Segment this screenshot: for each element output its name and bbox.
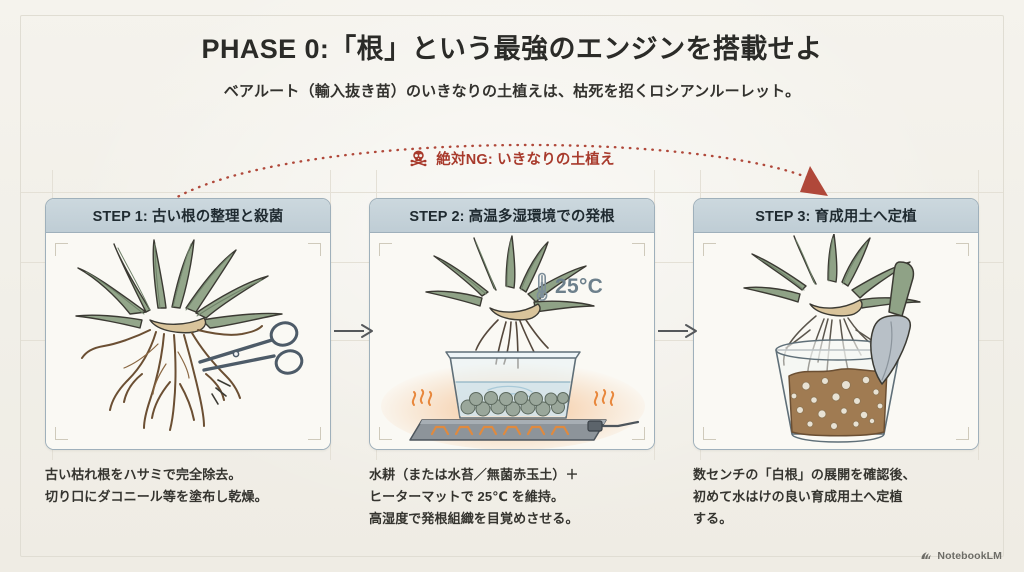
crop-mark — [703, 427, 716, 440]
step-header-label-1: STEP 1: 古い根の整理と殺菌 — [92, 209, 284, 225]
step-body-3 — [694, 234, 978, 449]
step-caption-1: 古い枯れ根をハサミで完全除去。 切り口にダコニール等を塗布し乾燥。 — [45, 464, 331, 508]
step-body-2: 25°C — [370, 234, 654, 449]
page-subtitle: ベアルート（輸入抜き苗）のいきなりの土植えは、枯死を招くロシアンルーレット。 — [223, 83, 801, 101]
illustration-bare-root-agave-with-scissors — [75, 239, 304, 431]
caption-line: する。 — [693, 510, 733, 526]
gridline-horizontal — [20, 192, 1004, 193]
step-body-1 — [46, 234, 330, 449]
warning-text: 絶対NG: いきなりの土植え — [436, 152, 615, 168]
caption-line: 高湿度で発根組織を目覚めさせる。 — [369, 510, 579, 526]
crop-mark — [308, 427, 321, 440]
crop-mark — [632, 427, 645, 440]
crop-mark — [55, 427, 68, 440]
crop-mark — [956, 427, 969, 440]
notebooklm-logo-icon — [921, 552, 932, 559]
illustration-agave-over-water-container-on-heat-mat — [381, 235, 645, 449]
caption-line: ヒーターマットで 25℃ を維持。 — [369, 488, 565, 504]
step-caption-2: 水耕（または水苔／無菌赤玉土）＋ ヒーターマットで 25℃ を維持。 高湿度で発… — [369, 464, 655, 529]
crop-mark — [956, 243, 969, 256]
step-caption-3: 数センチの「白根」の展開を確認後、 初めて水はけの良い育成用土へ定植 する。 — [693, 464, 979, 529]
step-card-3[interactable]: STEP 3: 育成用土へ定植 — [693, 198, 979, 529]
step-panel-2: STEP 2: 高温多湿環境での発根 — [369, 198, 655, 450]
caption-line: 数センチの「白根」の展開を確認後、 — [693, 467, 916, 482]
step-header-label-2: STEP 2: 高温多湿環境での発根 — [409, 209, 615, 225]
step-header-1: STEP 1: 古い根の整理と殺菌 — [46, 199, 330, 233]
arrow-step2-to-step3 — [658, 324, 697, 338]
crop-mark — [632, 243, 645, 256]
step-header-label-3: STEP 3: 育成用土へ定植 — [755, 209, 917, 225]
header: PHASE 0:「根」という最強のエンジンを搭載せよ ベアルート（輸入抜き苗）の… — [0, 32, 1024, 101]
warning-arc — [170, 143, 828, 202]
crop-mark — [55, 243, 68, 256]
step-panel-1: STEP 1: 古い根の整理と殺菌 — [45, 198, 331, 450]
warning-banner: 絶対NG: いきなりの土植え — [0, 148, 1024, 169]
caption-line: 初めて水はけの良い育成用土へ定植 — [693, 488, 903, 504]
caption-line: 古い枯れ根をハサミで完全除去。 — [45, 467, 242, 482]
crop-mark — [379, 427, 392, 440]
step-card-2[interactable]: STEP 2: 高温多湿環境での発根 — [369, 198, 655, 529]
outer-frame — [20, 15, 1004, 557]
caption-line: 水耕（または水苔／無菌赤玉土）＋ — [369, 467, 579, 482]
temperature-value: 25°C — [555, 275, 604, 298]
step-header-2: STEP 2: 高温多湿環境での発根 — [370, 199, 654, 233]
temperature-badge: 25°C — [533, 272, 603, 302]
arrow-step1-to-step2 — [334, 324, 373, 338]
watermark: NotebookLM — [920, 550, 1002, 562]
crop-mark — [703, 243, 716, 256]
steps-container: STEP 1: 古い根の整理と殺菌 — [45, 198, 979, 538]
step-panel-3: STEP 3: 育成用土へ定植 — [693, 198, 979, 450]
step-card-1[interactable]: STEP 1: 古い根の整理と殺菌 — [45, 198, 331, 508]
crop-mark — [379, 243, 392, 256]
watermark-label: NotebookLM — [937, 550, 1002, 562]
caption-line: 切り口にダコニール等を塗布し乾燥。 — [45, 488, 268, 504]
thermometer-icon — [536, 272, 548, 301]
page-title: PHASE 0:「根」という最強のエンジンを搭載せよ — [201, 34, 823, 64]
step-header-3: STEP 3: 育成用土へ定植 — [694, 199, 978, 233]
skull-and-crossbones-icon — [410, 150, 427, 167]
illustration-agave-with-white-roots-over-soil-pot-and-trowel — [743, 234, 921, 443]
crop-mark — [308, 243, 321, 256]
